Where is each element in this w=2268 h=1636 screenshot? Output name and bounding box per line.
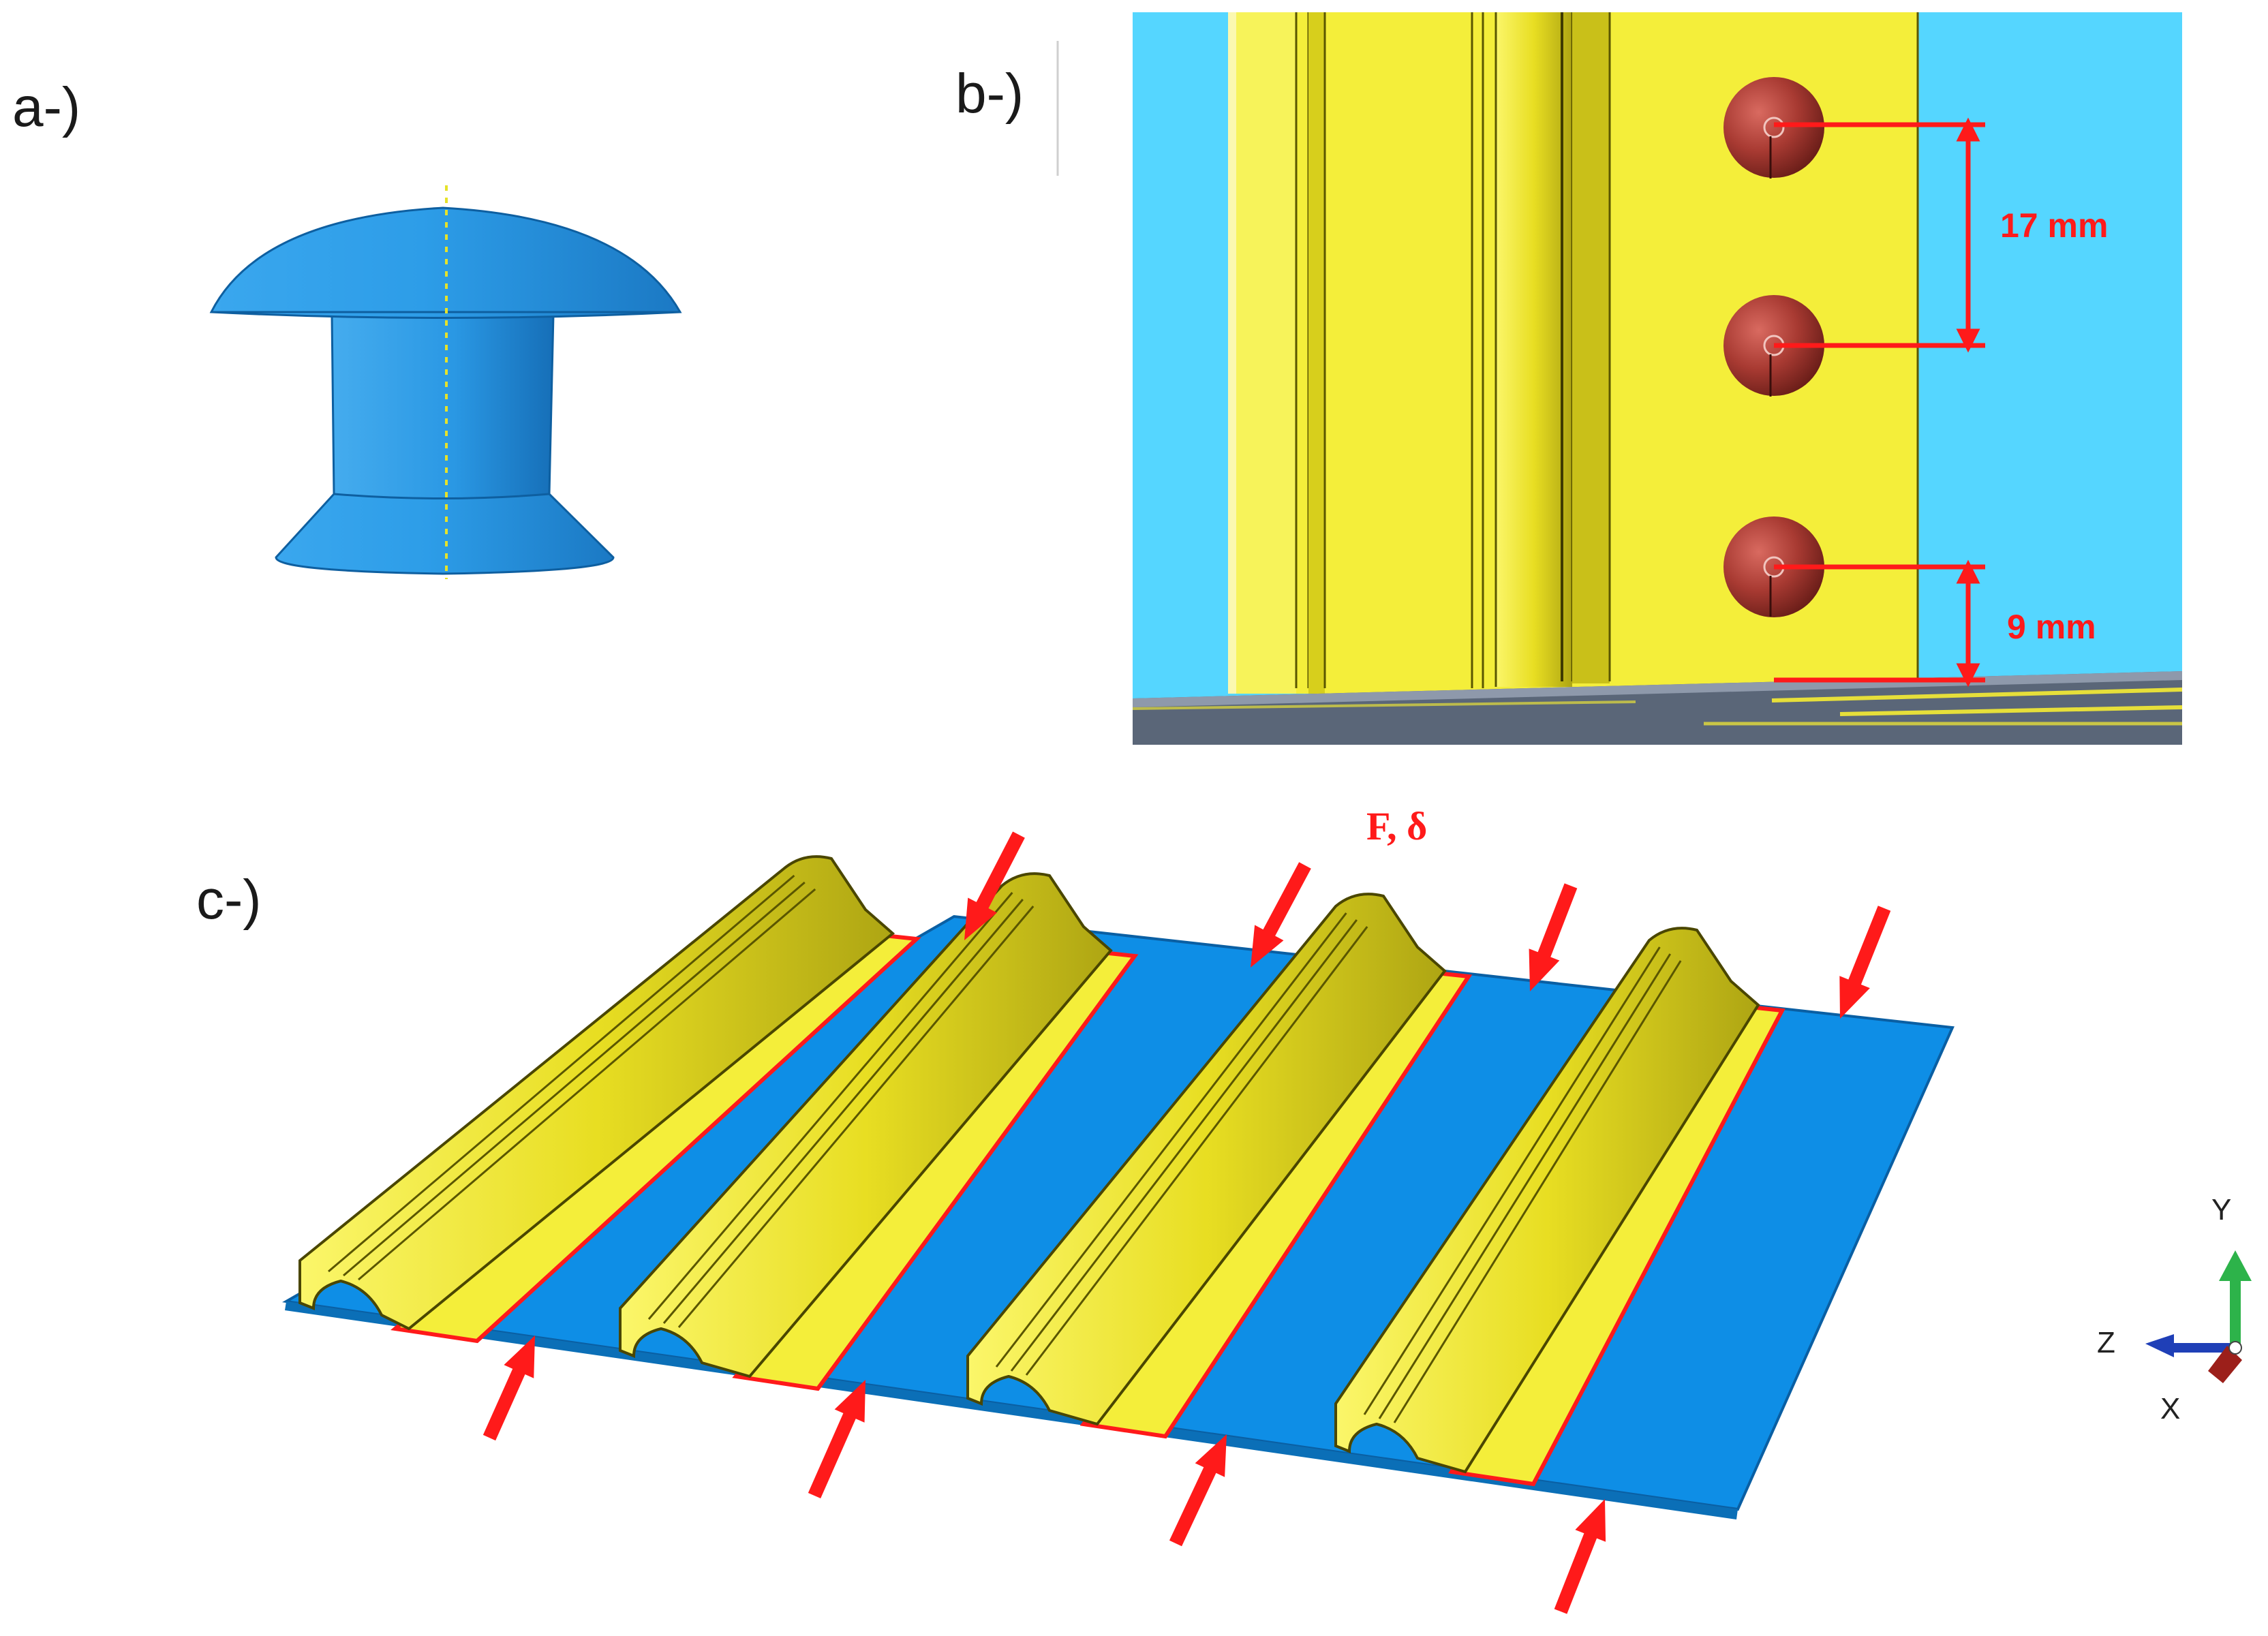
- stringer-crease: [647, 892, 1013, 1320]
- load-arrow-shape: [1839, 906, 1891, 1019]
- load-arrow-shape: [1169, 1434, 1227, 1547]
- stringer-crease: [328, 874, 795, 1273]
- load-arrows: [482, 831, 1891, 1614]
- load-arrow-icon: [964, 831, 1025, 940]
- dimension-label-17mm: 17 mm: [2000, 206, 2108, 245]
- stringer: [298, 855, 921, 1344]
- panel-a-label: a-): [12, 76, 80, 138]
- load-label: F, δ: [1366, 804, 1427, 848]
- stringer-crease: [358, 888, 816, 1281]
- panel-c-label: c-): [196, 869, 262, 931]
- stringer-crease: [1393, 960, 1682, 1423]
- stringer-crease: [662, 899, 1024, 1324]
- load-arrow-shape: [482, 1336, 535, 1441]
- panel-c: c-) F, δ: [196, 804, 1955, 1614]
- load-arrow-icon: [808, 1380, 865, 1499]
- stringer-crease: [1378, 953, 1672, 1419]
- stringers: [298, 855, 1786, 1487]
- load-arrow-icon: [1529, 883, 1578, 991]
- load-arrow-shape: [1529, 883, 1578, 991]
- panel-b-label: b-): [955, 63, 1024, 125]
- stringer-crease: [1010, 919, 1358, 1372]
- axis-label-z: Z: [2097, 1326, 2115, 1359]
- stringer-body: [1334, 927, 1760, 1474]
- load-arrow-shape: [1554, 1499, 1606, 1614]
- load-arrow-icon: [482, 1336, 535, 1441]
- load-arrow-shape: [808, 1380, 865, 1499]
- rivet-icon: [209, 185, 682, 579]
- dimension-lines: [1774, 117, 1985, 688]
- panel-a: a-): [12, 76, 682, 579]
- stringer-crease: [343, 881, 806, 1277]
- stringer: [619, 872, 1139, 1391]
- stringer-crease: [1363, 946, 1661, 1415]
- load-arrow-shape: [1251, 862, 1311, 968]
- stringer: [1334, 927, 1786, 1487]
- axis-label-y: Y: [2211, 1193, 2231, 1226]
- stringer-crease: [995, 912, 1347, 1368]
- axis-label-x: X: [2160, 1392, 2180, 1425]
- axis-triad-icon: Y Z X: [2097, 1193, 2252, 1425]
- rivet-icon: [1723, 77, 1824, 179]
- load-arrow-icon: [1839, 906, 1891, 1019]
- load-arrow-icon: [1554, 1499, 1606, 1614]
- stringer-body: [966, 893, 1447, 1426]
- stringer-crease: [677, 906, 1035, 1328]
- stringer-body: [298, 855, 895, 1331]
- load-arrow-icon: [1251, 862, 1311, 968]
- panel-b: b-): [955, 12, 2183, 745]
- stringer: [966, 893, 1473, 1439]
- load-arrow-shape: [964, 831, 1025, 940]
- stringer-crease: [1025, 926, 1368, 1376]
- dimension-label-9mm: 9 mm: [2007, 608, 2096, 646]
- load-arrow-icon: [1169, 1434, 1227, 1547]
